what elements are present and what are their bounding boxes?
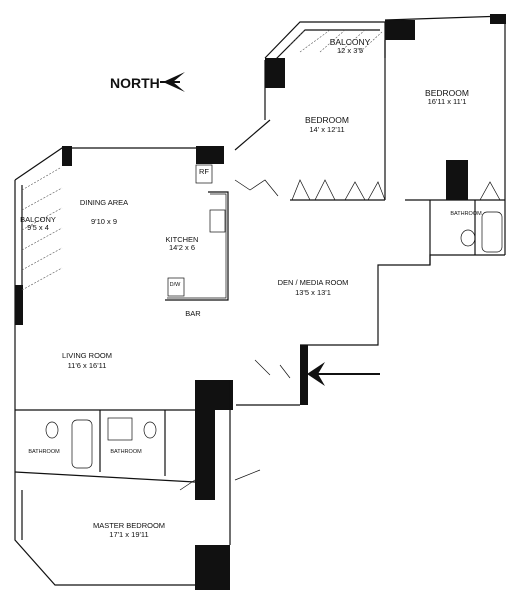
kitchen-dims: 14'2 x 6 bbox=[169, 243, 195, 252]
kitchen-counter bbox=[165, 164, 229, 301]
wall-column bbox=[195, 410, 215, 500]
living-name: LIVING ROOM bbox=[62, 351, 112, 360]
balcony-hatch bbox=[21, 29, 383, 291]
toilet-icon bbox=[45, 421, 59, 439]
living-dims: 11'6 x 16'11 bbox=[68, 361, 107, 370]
bathroom-mid-name: BATHROOM bbox=[110, 449, 142, 455]
dishwasher-label: D/W bbox=[170, 282, 182, 288]
dining-dims: 9'10 x 9 bbox=[91, 217, 117, 226]
fridge-icon bbox=[195, 164, 213, 184]
bathtub-icon bbox=[481, 211, 503, 253]
wall-column bbox=[265, 58, 285, 88]
wall-column bbox=[62, 146, 72, 166]
balcony-left-dims: 9'5 x 4 bbox=[27, 223, 49, 232]
wall-column bbox=[196, 146, 224, 164]
den-name: DEN / MEDIA ROOM bbox=[278, 278, 349, 287]
bathroom-right-name: BATHROOM bbox=[450, 211, 482, 217]
dining-name: DINING AREA bbox=[80, 198, 128, 207]
den-dims: 13'5 x 13'1 bbox=[295, 288, 331, 297]
bar-label: BAR bbox=[185, 309, 201, 318]
bedroom-right-dims: 16'11 x 11'1 bbox=[428, 97, 467, 106]
wall-column bbox=[300, 345, 308, 405]
master-dims: 17'1 x 19'11 bbox=[109, 530, 148, 539]
wall-column bbox=[490, 14, 506, 24]
walls bbox=[14, 14, 506, 590]
dishwasher-icon bbox=[167, 277, 185, 297]
balcony-left-name: BALCONY bbox=[20, 215, 56, 224]
bathroom-left-name: BATHROOM bbox=[28, 449, 60, 455]
shower-icon bbox=[107, 417, 133, 441]
bath-fixtures bbox=[45, 211, 503, 469]
north-compass: NORTH bbox=[110, 72, 185, 92]
toilet-icon bbox=[460, 229, 476, 247]
balcony-top-dims: 12 x 3'5 bbox=[337, 46, 363, 55]
fridge-label: RF bbox=[199, 167, 209, 176]
wall-column bbox=[15, 285, 23, 325]
door-swings bbox=[179, 179, 501, 491]
north-label: NORTH bbox=[110, 75, 160, 91]
bedroom-center-dims: 14' x 12'11 bbox=[309, 125, 344, 134]
kitchen-name: KITCHEN bbox=[166, 235, 199, 244]
entry-arrow-icon bbox=[307, 362, 380, 386]
wall-column bbox=[446, 160, 468, 200]
bathtub-icon bbox=[71, 419, 93, 469]
balcony-top-name: BALCONY bbox=[330, 37, 371, 47]
master-name: MASTER BEDROOM bbox=[93, 521, 165, 530]
bedroom-center-name: BEDROOM bbox=[305, 115, 349, 125]
wall-column bbox=[195, 380, 233, 410]
wall-column bbox=[195, 545, 230, 590]
stove-icon bbox=[209, 209, 226, 233]
wall-column bbox=[385, 20, 415, 40]
toilet-icon bbox=[143, 421, 157, 439]
bedroom-right-name: BEDROOM bbox=[425, 88, 469, 98]
